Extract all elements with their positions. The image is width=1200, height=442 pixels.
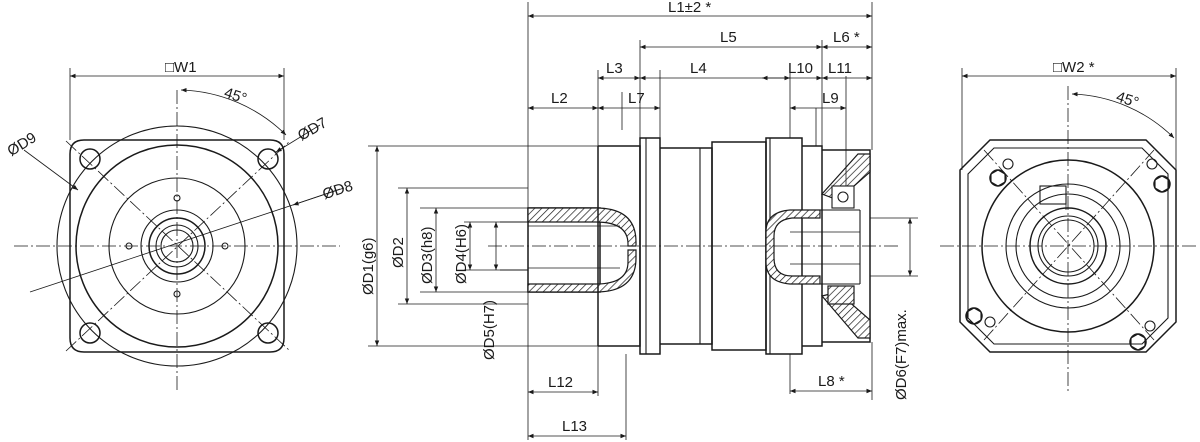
side-section-view	[368, 2, 918, 440]
l9-label: L9	[822, 90, 839, 107]
l2-label: L2	[551, 90, 568, 107]
w2-label: □W2 *	[1053, 59, 1095, 76]
d1-label: ØD1(g6)	[360, 237, 377, 295]
l3-label: L3	[606, 60, 623, 77]
right-end-view	[940, 68, 1196, 392]
d7-label: ØD7	[295, 114, 330, 144]
l7-label: L7	[628, 90, 645, 107]
l10-label: L10	[788, 60, 813, 77]
l5-label: L5	[720, 29, 737, 46]
l12-label: L12	[548, 374, 573, 391]
angle-left-label: 45°	[222, 84, 249, 107]
d3-label: ØD3(h8)	[419, 226, 436, 284]
l8-label: L8 *	[818, 373, 845, 390]
l4-label: L4	[690, 60, 707, 77]
d4-label: ØD4(H6)	[453, 224, 470, 284]
d2-label: ØD2	[390, 237, 407, 268]
l1-label: L1±2 *	[668, 0, 711, 16]
d6-label: ØD6(F7)max.	[893, 309, 910, 400]
d9-label: ØD9	[4, 129, 39, 160]
left-end-view	[14, 68, 345, 392]
l6-label: L6 *	[833, 29, 860, 46]
angle-right-label: 45°	[1114, 88, 1141, 111]
l13-label: L13	[562, 418, 587, 435]
w1-label: □W1	[165, 59, 197, 76]
d5-label: ØD5(H7)	[481, 300, 498, 360]
l11-label: L11	[828, 60, 852, 77]
d8-label: ØD8	[320, 178, 355, 204]
